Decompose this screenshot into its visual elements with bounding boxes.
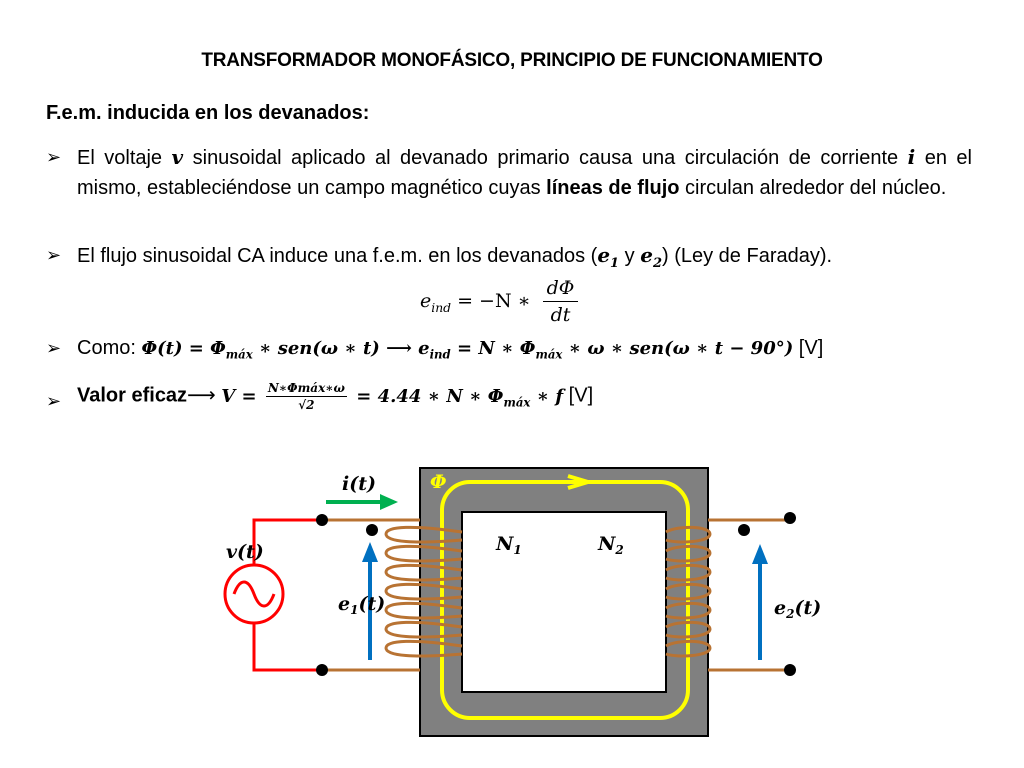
secondary-winding-turn [665,639,712,658]
flux-label: Φ [430,471,447,493]
bullet-voltage-text: El voltaje v sinusoidal aplicado al deva… [77,145,972,199]
terminal-primary-top [316,514,328,526]
current-label: i(t) [342,473,376,495]
bullet-faraday: ➢ El flujo sinusoidal CA induce una f.e.… [46,240,972,279]
ac-source-icon [223,563,285,625]
rms-fraction: N∗Φmáx∗ω√2 [265,381,347,412]
bullet-valor-eficaz-text: Valor eficaz⟶ V = N∗Φmáx∗ω√2 = 4.44 ∗ N … [77,381,594,412]
polarity-dot-primary [366,524,378,536]
e2-label: e2(t) [774,597,821,621]
arrow-bullet-icon: ➢ [46,338,62,358]
bullet-valor-eficaz: ➢ Valor eficaz⟶ V = N∗Φmáx∗ω√2 = 4.44 ∗ … [46,380,972,417]
primary-winding-turn [384,620,463,639]
faraday-fraction: dΦ dt [542,275,579,328]
section-subtitle: F.e.m. inducida en los devanados: [46,102,370,124]
arrow-bullet-icon: ➢ [46,391,62,411]
secondary-winding-turn [665,620,712,639]
arrow-bullet-icon: ➢ [46,147,62,167]
n1-label: N1 [495,533,522,557]
arrow-bullet-icon: ➢ [46,245,62,265]
bullet-voltage: ➢ El voltaje v sinusoidal aplicado al de… [46,142,972,203]
bullet-como-text: Como: Φ(t) = Φmáx ∗ sen(ω ∗ t) ⟶ eind = … [77,337,824,362]
flux-path [440,480,690,720]
n2-label: N2 [597,533,624,557]
page-title: TRANSFORMADOR MONOFÁSICO, PRINCIPIO DE F… [201,50,823,71]
primary-winding-turn [384,582,463,601]
voltage-label: v(t) [226,541,264,563]
primary-winding [384,525,463,658]
current-arrow-icon [326,494,398,510]
primary-winding-turn [384,563,463,582]
primary-winding-turn [384,639,463,658]
source-wire [252,518,322,672]
primary-winding-turn [384,544,463,563]
terminal-primary-bottom [316,664,328,676]
e1-label: e1(t) [338,593,385,617]
emf-secondary-arrow-icon [752,544,768,660]
terminal-secondary-bottom [784,664,796,676]
primary-winding-turn [384,601,463,620]
polarity-dot-secondary [738,524,750,536]
emf-primary-arrow-icon [362,542,378,660]
flux-arrow-icon [567,474,590,490]
terminal-secondary-top [784,512,796,524]
transformer-core [419,467,709,737]
secondary-winding-turn [665,601,712,620]
primary-winding-turn [384,525,463,544]
bullet-como: ➢ Como: Φ(t) = Φmáx ∗ sen(ω ∗ t) ⟶ eind … [46,333,972,370]
secondary-winding-turn [665,582,712,601]
secondary-winding-turn [665,525,712,544]
secondary-winding-turn [665,544,712,563]
bullet-faraday-text: El flujo sinusoidal CA induce una f.e.m.… [77,243,833,271]
secondary-winding [665,525,712,658]
secondary-winding-turn [665,563,712,582]
